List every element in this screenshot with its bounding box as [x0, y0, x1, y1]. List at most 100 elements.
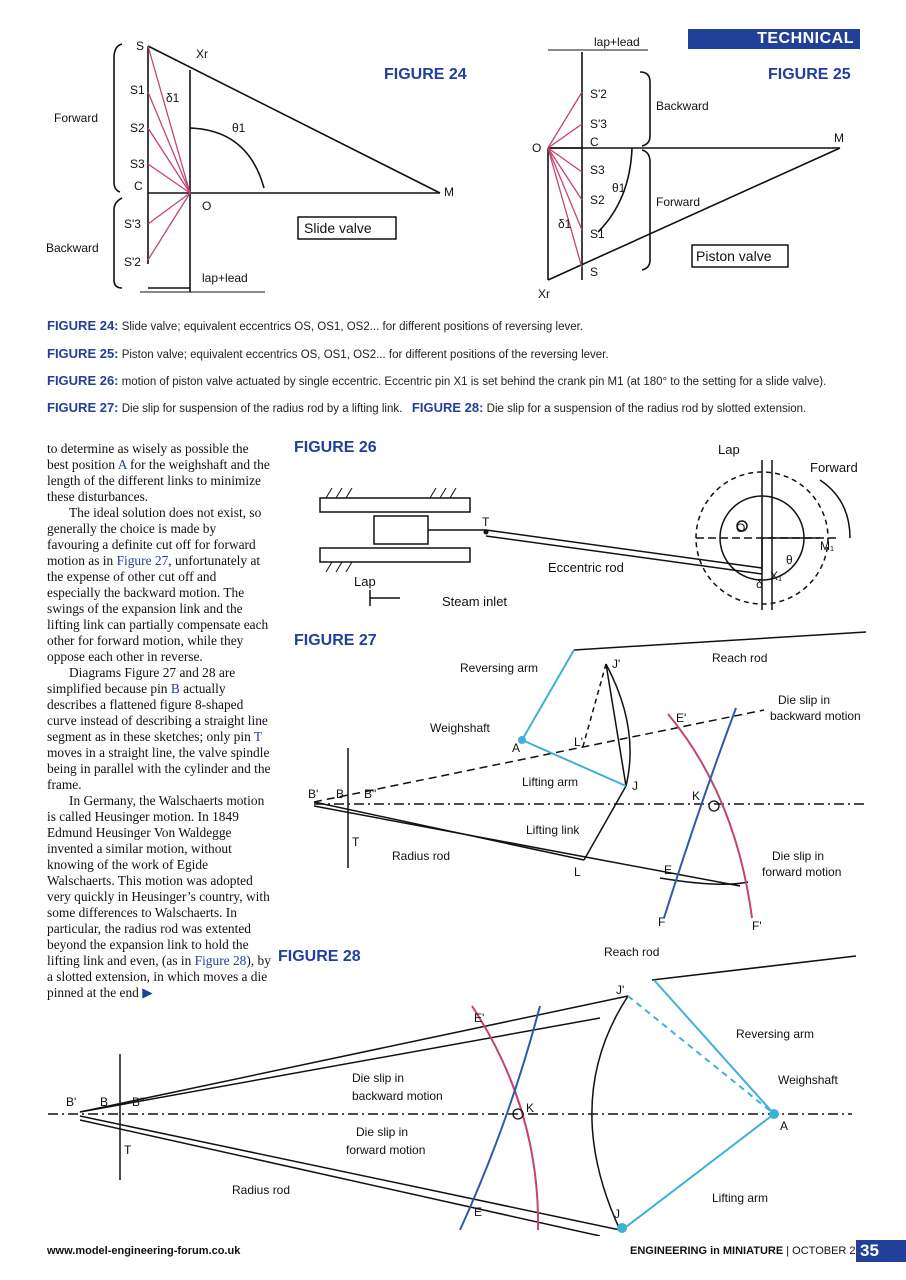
caption-fig27-28: FIGURE 27: Die slip for suspension of th…	[47, 400, 807, 415]
label-s1: S1	[130, 83, 145, 97]
label-b: B	[336, 787, 344, 801]
label-c: C	[134, 179, 143, 193]
label-weighshaft: Weighshaft	[778, 1073, 838, 1087]
label-k: K	[692, 789, 700, 803]
label-s: S	[136, 39, 144, 53]
label-x1: X₁	[770, 569, 782, 583]
figure-28-title: FIGURE 28	[278, 948, 361, 965]
label-lap-lead: lap+lead	[202, 271, 248, 285]
label-steam-inlet: Steam inlet	[442, 594, 507, 609]
page-number: 35	[856, 1240, 906, 1262]
label-theta1: θ1	[232, 121, 246, 135]
label-delta: δ	[756, 577, 763, 591]
label-m1: M₁	[820, 539, 834, 553]
label-s2: S2	[590, 193, 605, 207]
paragraph-1: to determine as wisely as possible the b…	[47, 441, 270, 504]
label-s2-prime: S'2	[590, 87, 607, 101]
label-j-prime: J'	[612, 657, 620, 671]
label-o: O	[532, 141, 541, 155]
label-lifting-arm: Lifting arm	[712, 1191, 768, 1205]
label-m: M	[834, 131, 844, 145]
caption-fig26: FIGURE 26: motion of piston valve actuat…	[47, 373, 827, 388]
figure-28-diagram: Reach rod J' E' Reversing arm Die slip i…	[48, 945, 857, 1236]
label-backward: Backward	[656, 99, 709, 113]
label-s3-prime: S'3	[590, 117, 607, 131]
label-c: C	[590, 135, 599, 149]
label-l-prime: L'	[574, 735, 583, 749]
label-t: T	[124, 1143, 132, 1157]
label-o: O	[202, 199, 211, 213]
label-lap-bottom: Lap	[354, 574, 376, 589]
label-f: F	[658, 915, 665, 929]
label-f-prime: F'	[752, 919, 762, 933]
label-backward: Backward	[46, 241, 99, 255]
label-b-prime: B'	[308, 787, 318, 801]
label-radius-rod: Radius rod	[232, 1183, 290, 1197]
label-j: J	[632, 779, 638, 793]
paragraph-2: The ideal solution does not exist, so ge…	[47, 505, 269, 664]
label-forward: Forward	[656, 195, 700, 209]
paragraph-3: Diagrams Figure 27 and 28 are simplified…	[47, 665, 271, 792]
label-t: T	[352, 835, 360, 849]
label-forward: Forward	[54, 111, 98, 125]
label-delta1: δ1	[166, 91, 180, 105]
label-die-fwd-2: forward motion	[762, 865, 841, 879]
label-die-back-2: backward motion	[352, 1089, 443, 1103]
figure-24-diagram: S Xr S1 S2 S3 C O M S'3 S'2 θ1 δ1 Forwar…	[46, 39, 454, 293]
footer-url[interactable]: www.model-engineering-forum.co.uk	[47, 1245, 241, 1257]
label-e: E	[474, 1205, 482, 1219]
label-b-prime: B'	[66, 1095, 76, 1109]
label-a: A	[780, 1119, 788, 1133]
label-b-double-prime: B"	[364, 787, 376, 801]
figure-24-title: FIGURE 24	[384, 66, 467, 83]
label-b-double-prime: B"	[132, 1095, 144, 1109]
label-die-fwd-1: Die slip in	[356, 1125, 408, 1139]
figure-25-title: FIGURE 25	[768, 66, 851, 83]
label-s2: S2	[130, 121, 145, 135]
paragraph-4: In Germany, the Walschaerts motion is ca…	[47, 793, 271, 1000]
label-piston-valve: Piston valve	[696, 248, 772, 264]
label-forward: Forward	[810, 460, 858, 475]
label-j-prime: J'	[616, 983, 624, 997]
label-xr: Xr	[196, 47, 208, 61]
label-die-back-2: backward motion	[770, 709, 861, 723]
label-reversing-arm: Reversing arm	[736, 1027, 814, 1041]
footer-magazine: ENGINEERING in MINIATURE | OCTOBER 2018	[630, 1245, 874, 1257]
label-s3: S3	[130, 157, 145, 171]
figure-27-diagram: Reversing arm Reach rod J' Die slip in b…	[308, 631, 867, 933]
label-lap-lead: lap+lead	[594, 35, 640, 49]
label-eccentric-rod: Eccentric rod	[548, 560, 624, 575]
label-l: L	[574, 865, 581, 879]
label-s: S	[590, 265, 598, 279]
label-xr: Xr	[538, 287, 550, 301]
label-reversing-arm: Reversing arm	[460, 661, 538, 675]
label-die-fwd-1: Die slip in	[772, 849, 824, 863]
label-e-prime: E'	[676, 711, 686, 725]
label-s1: S1	[590, 227, 605, 241]
figure-25-diagram: lap+lead S'2 S'3 C O S3 S2 S1 S Xr M θ1 …	[532, 35, 844, 301]
figure-26-diagram: Lap Forward T O M₁ X₁ θ δ Eccentric rod …	[319, 442, 858, 610]
label-lifting-arm: Lifting arm	[522, 775, 578, 789]
label-theta1: θ1	[612, 181, 626, 195]
label-radius-rod: Radius rod	[392, 849, 450, 863]
label-e: E	[664, 863, 672, 877]
label-reach-rod: Reach rod	[712, 651, 767, 665]
label-t: T	[482, 515, 490, 529]
section-tag: TECHNICAL	[688, 29, 860, 49]
label-lap-top: Lap	[718, 442, 740, 457]
article-body: to determine as wisely as possible the b…	[47, 441, 271, 1001]
caption-fig24: FIGURE 24: Slide valve; equivalent eccen…	[47, 318, 584, 333]
label-reach-rod: Reach rod	[604, 945, 659, 959]
label-a: A	[512, 741, 520, 755]
label-delta1: δ1	[558, 217, 572, 231]
figure-26-title: FIGURE 26	[294, 439, 377, 456]
label-s2-prime: S'2	[124, 255, 141, 269]
label-die-back-1: Die slip in	[352, 1071, 404, 1085]
label-b: B	[100, 1095, 108, 1109]
label-theta: θ	[786, 553, 793, 567]
label-m: M	[444, 185, 454, 199]
figure-27-title: FIGURE 27	[294, 632, 377, 649]
label-e-prime: E'	[474, 1011, 484, 1025]
label-slide-valve: Slide valve	[304, 220, 372, 236]
caption-fig25: FIGURE 25: Piston valve; equivalent ecce…	[47, 346, 609, 361]
